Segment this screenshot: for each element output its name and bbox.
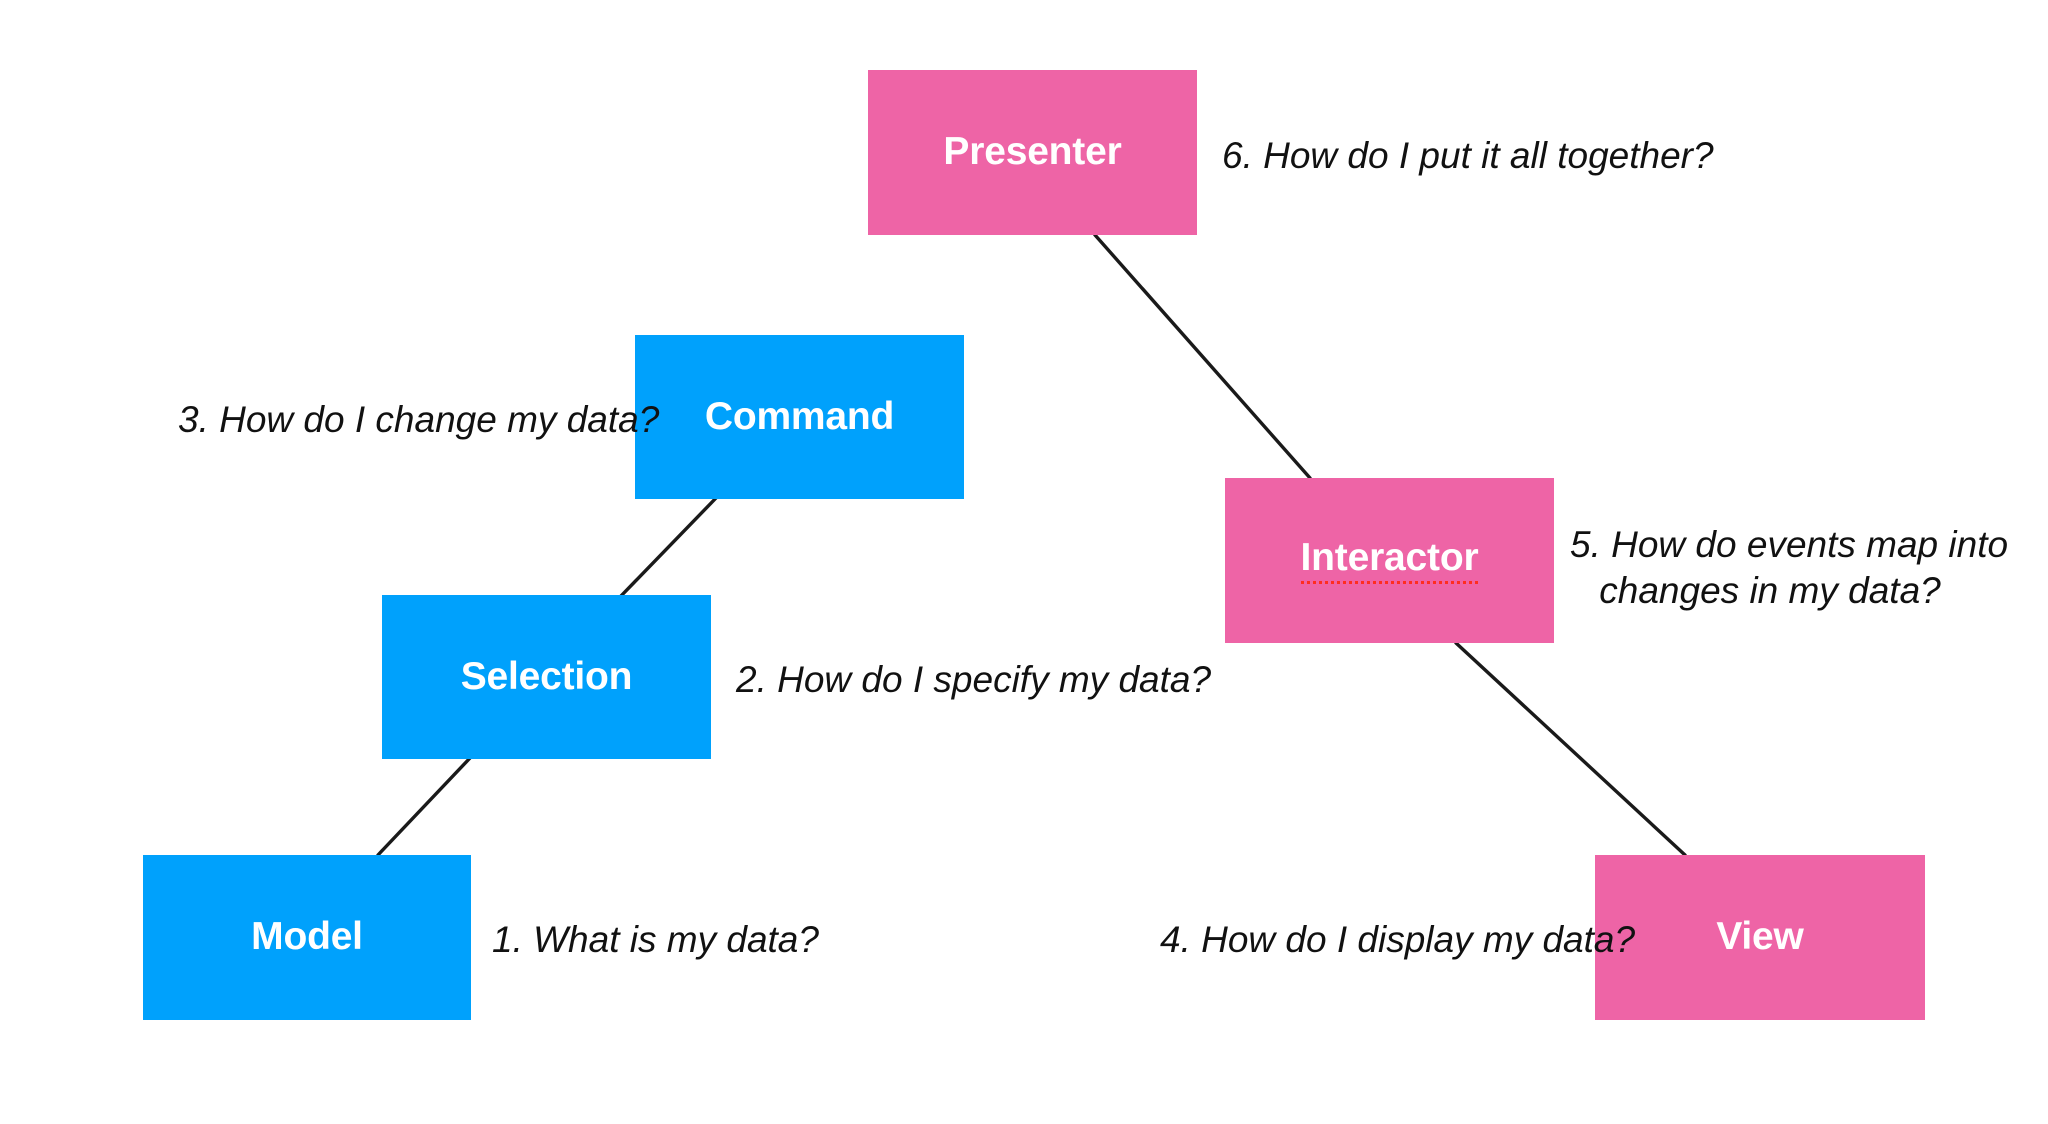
annotation-q6: 6. How do I put it all together? xyxy=(1222,133,1714,179)
annotation-q2: 2. How do I specify my data? xyxy=(736,657,1212,703)
edge-interactor-view xyxy=(1454,641,1687,857)
edge-command-selection xyxy=(618,496,718,599)
annotation-q1: 1. What is my data? xyxy=(492,917,819,963)
node-model[interactable]: Model xyxy=(143,855,471,1020)
annotation-line: 3. How do I change my data? xyxy=(178,399,660,440)
node-selection-label: Selection xyxy=(460,654,633,698)
node-interactor-label: Interactor xyxy=(1300,536,1479,584)
annotation-q5: 5. How do events map into changes in my d… xyxy=(1570,522,2009,615)
annotation-line: 5. How do events map into xyxy=(1570,524,2009,565)
annotation-line: 1. What is my data? xyxy=(492,919,819,960)
annotation-line: 6. How do I put it all together? xyxy=(1222,135,1714,176)
node-view[interactable]: View xyxy=(1595,855,1925,1020)
node-command[interactable]: Command xyxy=(635,335,964,499)
node-selection[interactable]: Selection xyxy=(382,595,711,759)
edge-selection-model xyxy=(376,756,472,857)
annotation-q4: 4. How do I display my data? xyxy=(1160,917,1636,963)
edge-presenter-interactor xyxy=(1093,233,1312,480)
annotation-line: 2. How do I specify my data? xyxy=(736,659,1212,700)
annotation-line: 4. How do I display my data? xyxy=(1160,919,1636,960)
annotation-q3: 3. How do I change my data? xyxy=(178,397,660,443)
node-presenter-label: Presenter xyxy=(943,130,1122,174)
node-command-label: Command xyxy=(704,394,895,438)
node-view-label: View xyxy=(1716,915,1804,959)
annotation-line: changes in my data? xyxy=(1599,570,1941,612)
node-interactor[interactable]: Interactor xyxy=(1225,478,1554,643)
node-presenter[interactable]: Presenter xyxy=(868,70,1197,235)
node-model-label: Model xyxy=(251,915,363,959)
